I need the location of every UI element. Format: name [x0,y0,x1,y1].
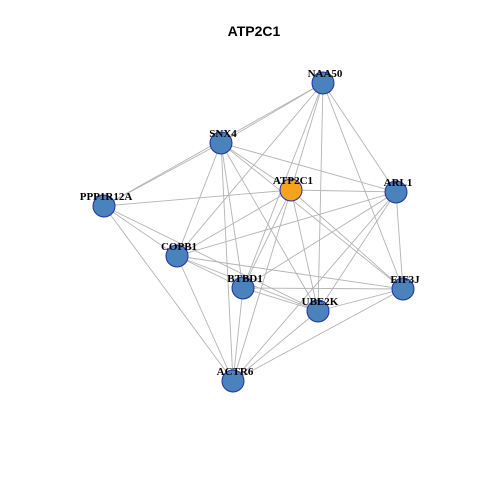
node-snx4 [209,131,233,155]
edge-snx4-arl1 [220,142,397,193]
edge-arl1-btbd1 [242,191,397,289]
edge-snx4-btbd1 [220,142,244,289]
edge-ube2k-eif3j [317,288,404,312]
edge-snx4-atp2c1 [220,142,292,191]
node-btbd1 [231,276,255,300]
edge-btbd1-eif3j [242,287,404,290]
edge-layer [103,82,404,382]
edge-ppp1r12a-copb1 [103,205,178,257]
node-atp2c1 [279,178,303,202]
edge-naa50-eif3j [322,82,404,290]
edge-snx4-eif3j [220,142,404,290]
node-actr6 [221,369,245,393]
node-label-naa50: NAA50 [308,68,343,80]
edge-atp2c1-actr6 [232,189,292,382]
edge-atp2c1-btbd1 [242,189,292,289]
edge-snx4-copb1 [176,142,222,257]
node-arl1 [384,180,408,204]
node-ube2k [306,299,330,323]
node-label-arl1: ARL1 [384,177,413,189]
edge-atp2c1-eif3j [290,189,404,290]
node-naa50 [311,71,335,95]
graph-title: ATP2C1 [228,23,281,39]
edge-atp2c1-arl1 [290,189,397,193]
edge-btbd1-ube2k [242,287,319,312]
edge-arl1-copb1 [176,191,397,257]
edge-naa50-ube2k [317,82,324,312]
edge-copb1-actr6 [176,255,234,382]
edge-atp2c1-copb1 [176,189,292,257]
node-ppp1r12a [92,194,116,218]
edge-naa50-atp2c1 [290,82,324,191]
edge-ppp1r12a-actr6 [103,205,234,382]
node-label-btbd1: BTBD1 [227,273,262,285]
node-label-ube2k: UBE2K [302,296,339,308]
edge-atp2c1-ube2k [290,189,319,312]
edge-ppp1r12a-ube2k [103,205,319,312]
node-copb1 [165,244,189,268]
edge-btbd1-actr6 [232,287,244,382]
edge-arl1-eif3j [395,191,404,290]
edge-snx4-ppp1r12a [103,142,222,207]
node-label-copb1: COPB1 [161,241,197,253]
node-label-actr6: ACTR6 [217,366,254,378]
edge-naa50-arl1 [322,82,397,193]
edge-arl1-actr6 [232,191,397,382]
edge-eif3j-actr6 [232,288,404,382]
edge-atp2c1-ppp1r12a [103,189,292,207]
edge-copb1-eif3j [176,255,404,290]
edge-naa50-copb1 [176,82,324,257]
edge-snx4-ube2k [220,142,319,312]
node-eif3j [391,277,415,301]
edge-snx4-actr6 [220,142,234,382]
node-label-snx4: SNX4 [209,128,237,140]
node-label-ppp1r12a: PPP1R12A [80,191,133,203]
node-label-atp2c1: ATP2C1 [273,175,313,187]
node-label-eif3j: EIF3J [390,274,420,286]
edge-ube2k-actr6 [232,310,319,382]
edge-copb1-btbd1 [176,255,244,289]
edge-arl1-ube2k [317,191,397,312]
